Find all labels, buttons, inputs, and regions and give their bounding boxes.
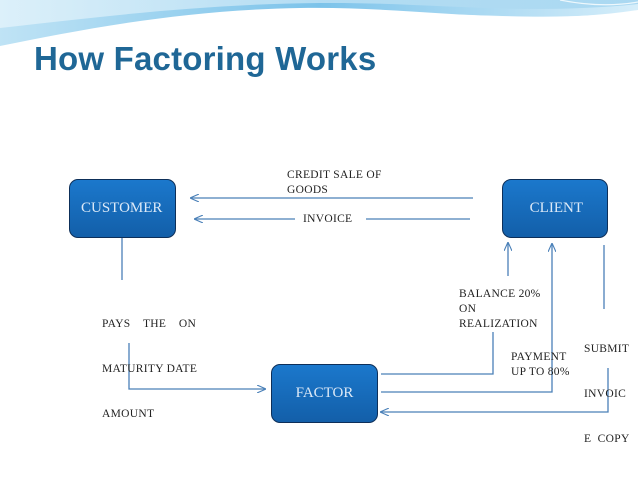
payment-label: PAYMENT UP TO 80% (511, 351, 570, 378)
payment-arrow (381, 244, 552, 393)
customer-to-factor-arrow-lower (128, 343, 265, 389)
client-node-label: CLIENT (529, 200, 583, 216)
submit-invoice-arrow-lower (381, 368, 609, 412)
balance-label: BALANCE 20% ON REALIZATION (459, 288, 541, 330)
balance-arrow (381, 332, 494, 375)
pays-on-maturity-label: PAYS THE ON MATURITY DATE AMOUNT (102, 318, 198, 420)
customer-node: CUSTOMER (69, 179, 176, 238)
credit-sale-label: CREDIT SALE OF GOODS (287, 169, 382, 196)
customer-node-label: CUSTOMER (81, 200, 163, 216)
factor-node-label: FACTOR (295, 385, 354, 401)
client-node: CLIENT (502, 179, 608, 238)
page-title: How Factoring Works (34, 40, 377, 77)
submit-invoice-label: SUBMIT INVOIC E COPY (584, 343, 630, 445)
factor-node: FACTOR (271, 364, 378, 423)
invoice-label: INVOICE (303, 213, 353, 225)
